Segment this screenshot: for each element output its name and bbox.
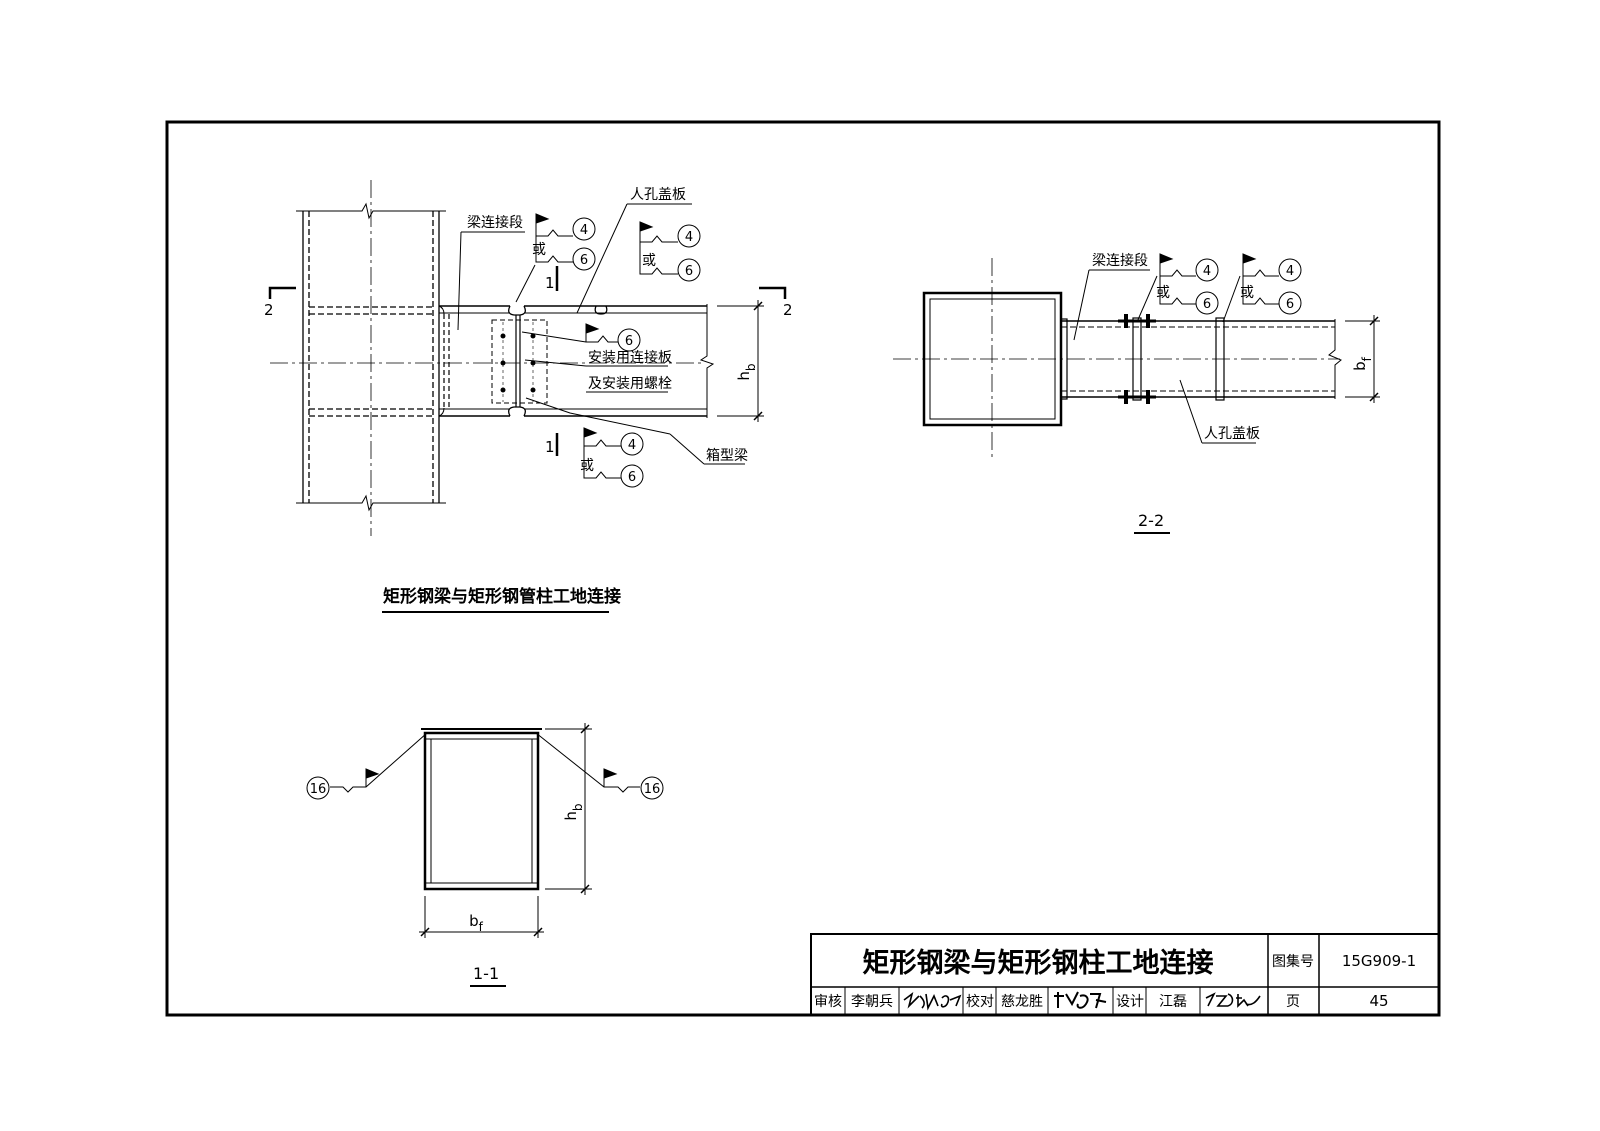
weld-or-d: 或 xyxy=(580,458,594,474)
title-block-title: 矩形钢梁与矩形钢柱工地连接 xyxy=(863,947,1214,979)
weld-symbol-group-3 xyxy=(521,323,641,352)
main-leaders xyxy=(457,203,692,435)
check-label: 校对 xyxy=(966,993,994,1010)
review-name: 李朝兵 xyxy=(851,994,893,1010)
review-label: 审核 xyxy=(814,994,842,1010)
signature-check xyxy=(1054,991,1107,1009)
label-beam-segment-main: 梁连接段 xyxy=(467,214,523,231)
main-view-caption: 矩形钢梁与矩形钢管柱工地连接 xyxy=(383,586,621,607)
hb-label-1-1: hb xyxy=(562,803,585,820)
section-2-right-label: 2 xyxy=(783,301,793,319)
weld-ref-4-a: 4 xyxy=(580,223,588,238)
sheet-border xyxy=(165,120,1441,1017)
weld-ref-6-f: 6 xyxy=(1286,297,1294,312)
check-name: 慈龙胜 xyxy=(1001,994,1043,1010)
atlas-number: 15G909-1 xyxy=(1342,952,1416,970)
section-1-1-view xyxy=(421,728,542,891)
signature-review xyxy=(903,992,962,1011)
label-manhole-cover-2-2: 人孔盖板 xyxy=(1204,426,1260,442)
section-1-top-label: 1 xyxy=(545,274,555,292)
section-2-2-bolts xyxy=(1124,314,1150,404)
install-bolts xyxy=(500,333,536,393)
label-install-bolt: 及安装用螺栓 xyxy=(588,376,672,392)
hb-dimension-1-1 xyxy=(545,723,592,895)
main-elevation-view xyxy=(270,180,715,536)
hb-label-main: hb xyxy=(735,363,758,380)
weld-symbol-group-6 xyxy=(1242,253,1302,315)
weld-symbol-group-2 xyxy=(639,221,701,282)
label-box-beam: 箱型梁 xyxy=(706,448,748,464)
page-number: 45 xyxy=(1369,992,1388,1010)
section-1-1-caption: 1-1 xyxy=(473,964,499,983)
section-1-bottom-label: 1 xyxy=(545,438,555,456)
weld-symbol-group-4 xyxy=(583,427,644,488)
weld-ref-4-f: 4 xyxy=(1286,264,1294,279)
signature-design xyxy=(1205,992,1261,1008)
weld-symbol-group-8 xyxy=(535,732,664,800)
design-name: 江磊 xyxy=(1159,994,1187,1010)
label-manhole-cover-main: 人孔盖板 xyxy=(630,187,686,203)
weld-or-a: 或 xyxy=(532,242,546,258)
weld-ref-16-b: 16 xyxy=(644,782,661,797)
bf-dimension-1-1 xyxy=(419,896,544,938)
section-2-2-leaders xyxy=(1073,269,1256,444)
section-2-2-caption: 2-2 xyxy=(1138,511,1164,530)
weld-or-b: 或 xyxy=(642,253,656,269)
bf-dimension-2-2 xyxy=(1345,315,1380,403)
title-block xyxy=(810,933,1440,1016)
weld-ref-6-a: 6 xyxy=(580,253,588,268)
section-2-markers xyxy=(268,286,787,299)
weld-ref-4-e: 4 xyxy=(1203,264,1211,279)
atlas-label: 图集号 xyxy=(1272,953,1314,970)
section-2-2-view xyxy=(893,258,1342,460)
label-install-plate: 安装用连接板 xyxy=(588,349,672,366)
weld-symbol-group-7 xyxy=(306,732,428,800)
weld-ref-16-a: 16 xyxy=(310,782,327,797)
design-label: 设计 xyxy=(1116,994,1144,1010)
weld-symbol-group-5 xyxy=(1159,253,1219,315)
bf-label-2-2: bf xyxy=(1351,356,1374,371)
weld-or-f: 或 xyxy=(1240,285,1254,301)
weld-ref-4-d: 4 xyxy=(628,438,636,453)
weld-or-e: 或 xyxy=(1156,285,1170,301)
weld-ref-6-d: 6 xyxy=(628,470,636,485)
page-label: 页 xyxy=(1286,994,1300,1010)
label-beam-segment-2-2: 梁连接段 xyxy=(1092,252,1148,269)
weld-ref-6-c: 6 xyxy=(625,334,633,349)
hb-dimension-main xyxy=(717,300,764,422)
weld-symbol-group-1 xyxy=(535,213,596,271)
weld-ref-4-b: 4 xyxy=(685,230,693,245)
weld-ref-6-b: 6 xyxy=(685,264,693,279)
weld-ref-6-e: 6 xyxy=(1203,297,1211,312)
bf-label-1-1: bf xyxy=(469,912,484,934)
section-2-left-label: 2 xyxy=(264,301,274,319)
